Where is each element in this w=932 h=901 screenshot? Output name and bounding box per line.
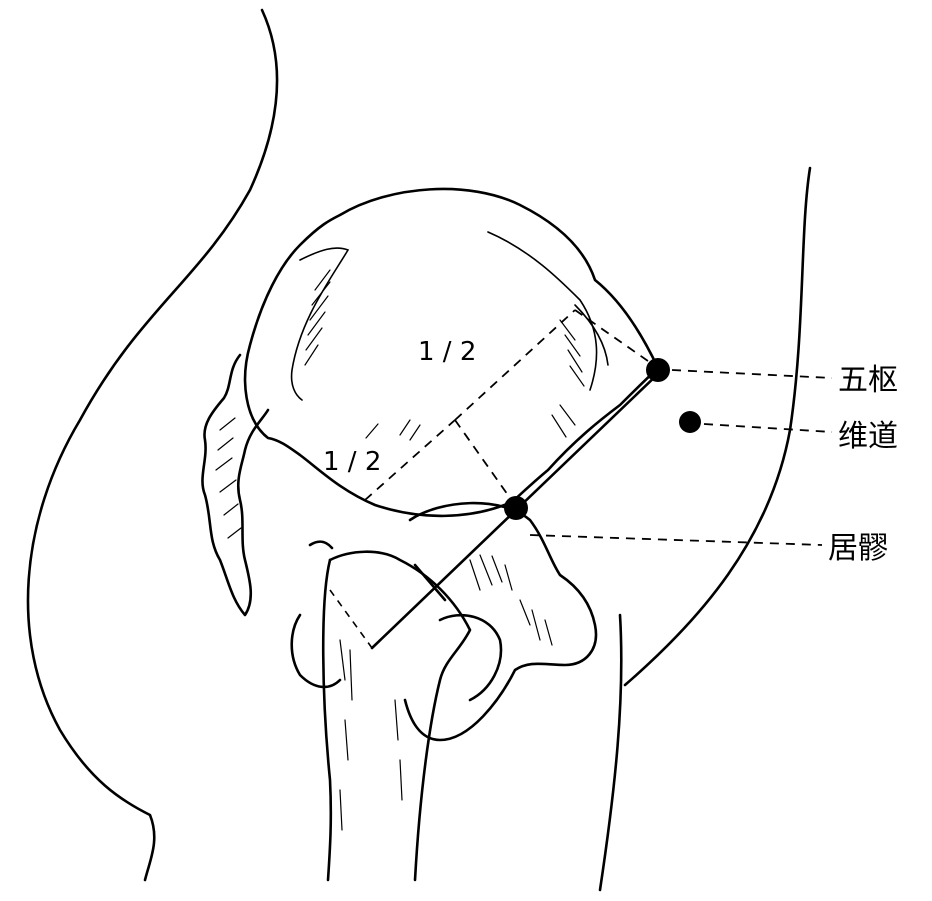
body-outline (28, 10, 810, 890)
leader-lines (530, 370, 832, 545)
fraction-label-upper: 1 / 2 (418, 337, 476, 367)
femur-bone (310, 542, 470, 880)
fraction-label-lower: 1 / 2 (323, 447, 381, 477)
juliao-point (504, 496, 528, 520)
ischium-bone (292, 503, 596, 740)
label-wushu: 五枢 (838, 363, 898, 398)
label-weidao: 维道 (838, 419, 898, 454)
weidao-point (679, 411, 701, 433)
wushu-point (646, 358, 670, 382)
label-juliao: 居髎 (828, 531, 888, 566)
midpoint-construction-lines (365, 310, 658, 505)
sacrum-bone (202, 355, 268, 615)
acupoint-markers (504, 358, 701, 520)
